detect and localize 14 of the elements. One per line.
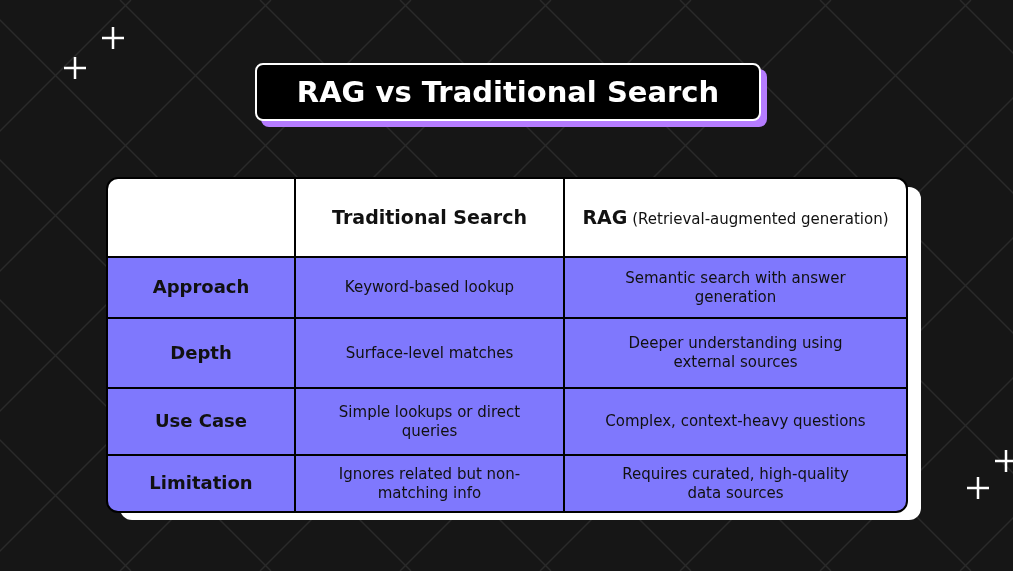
table-cell: Requires curated, high-quality data sources <box>565 456 906 511</box>
table-cell: Keyword-based lookup <box>296 258 563 317</box>
table-cell: Semantic search with answer generation <box>565 258 906 317</box>
column-header: Traditional Search <box>296 179 563 256</box>
row-header: Depth <box>108 319 294 387</box>
row-header: Use Case <box>108 389 294 454</box>
row-header: Approach <box>108 258 294 317</box>
table-cell: Ignores related but non-matching info <box>296 456 563 511</box>
table-cell: Simple lookups or direct queries <box>296 389 563 454</box>
table-cell: Complex, context-heavy questions <box>565 389 906 454</box>
column-header: RAG (Retrieval-augmented generation) <box>582 205 889 230</box>
table-cell: Deeper understanding using external sources <box>565 319 906 387</box>
row-header: Limitation <box>108 456 294 511</box>
table-cell: Surface-level matches <box>296 319 563 387</box>
